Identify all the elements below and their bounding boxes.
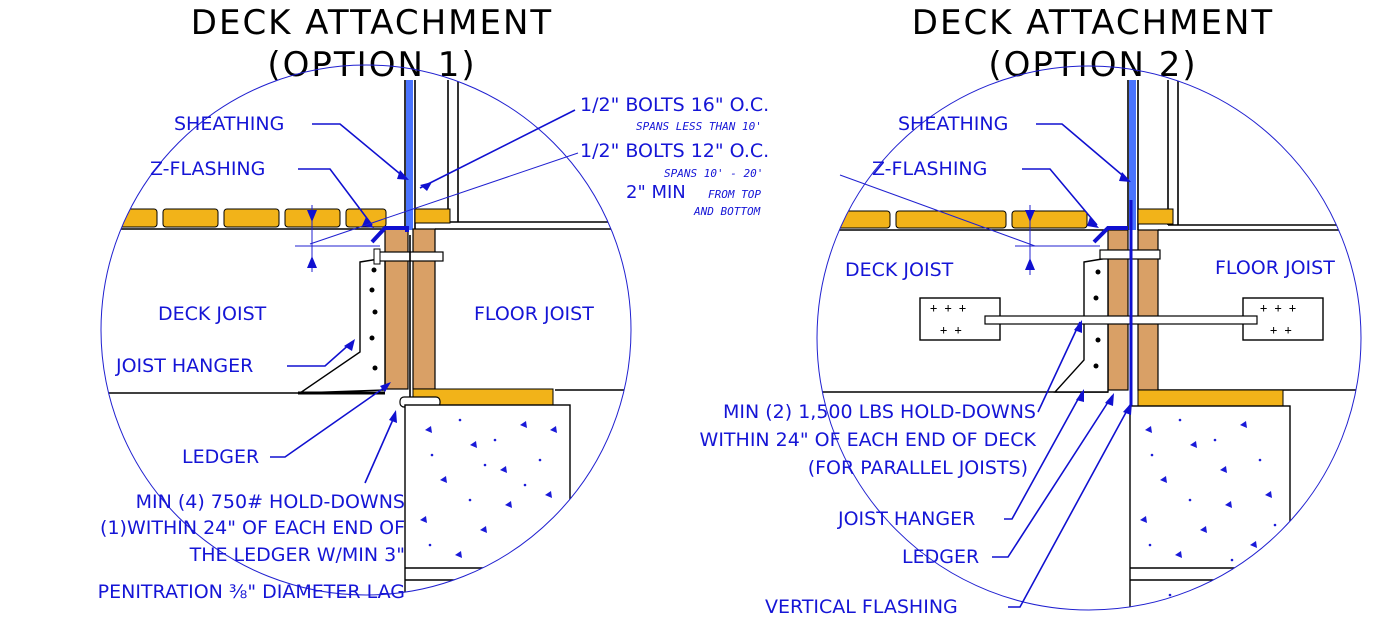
label-joist-hanger-right: JOIST HANGER <box>837 508 975 530</box>
deck-board <box>829 210 891 229</box>
deck-board <box>895 210 1007 229</box>
label-deck-joist-right: DECK JOIST <box>845 259 954 281</box>
sheathing-board <box>406 80 413 230</box>
svg-text:+ +: + + <box>940 323 962 337</box>
detail-option-1: DECK ATTACHMENT (OPTION 1) <box>98 3 770 603</box>
label-hold-down-right-line1: MIN (2) 1,500 LBS HOLD-DOWNS <box>723 401 1036 423</box>
label-hold-down-line2: (1)WITHIN 24" OF EACH END OF <box>100 517 405 539</box>
section-right: + + + + + + + + + + <box>820 80 1361 610</box>
note-spans-less-than-10: SPANS LESS THAN 10' <box>636 120 762 133</box>
label-hold-down-line1: MIN (4) 750# HOLD-DOWNS <box>136 491 405 513</box>
deck-board <box>223 208 280 228</box>
sill-plate <box>1137 389 1284 407</box>
deck-board <box>162 208 219 228</box>
label-floor-joist-right: FLOOR JOIST <box>1215 257 1335 279</box>
label-hold-down-right-line3: (FOR PARALLEL JOISTS) <box>808 457 1028 479</box>
subfloor <box>414 208 451 224</box>
label-2-min: 2" MIN <box>626 182 686 203</box>
note-and-bottom: AND BOTTOM <box>693 205 761 218</box>
title-option-2-line2: (OPTION 2) <box>988 45 1197 85</box>
label-hold-down-right-line2: WITHIN 24" OF EACH END OF DECK <box>700 429 1037 451</box>
title-option-1-line1: DECK ATTACHMENT <box>191 3 553 43</box>
label-ledger-right: LEDGER <box>902 546 979 568</box>
label-bolts-12: 1/2" BOLTS 12" O.C. <box>580 140 769 162</box>
label-joist-hanger-left: JOIST HANGER <box>115 355 253 377</box>
label-z-flashing: Z-FLASHING <box>150 158 265 180</box>
detail-circle-right <box>816 65 1362 611</box>
label-hold-down-line4: PENITRATION ⅜" DIAMETER LAG <box>98 581 405 603</box>
label-floor-joist-left: FLOOR JOIST <box>474 303 594 325</box>
label-bolts-16: 1/2" BOLTS 16" O.C. <box>580 94 769 116</box>
note-from-top: FROM TOP <box>708 188 761 201</box>
deck-board <box>1011 210 1088 229</box>
title-option-2-line1: DECK ATTACHMENT <box>912 3 1274 43</box>
detail-option-2: DECK ATTACHMENT (OPTION 2) <box>700 3 1362 618</box>
label-deck-joist-left: DECK JOIST <box>158 303 267 325</box>
foundation-wall <box>1129 405 1291 610</box>
label-hold-down-line3: THE LEDGER W/MIN 3" <box>189 544 405 566</box>
z-flashing-shape <box>370 226 409 244</box>
sheathing-board <box>1129 80 1136 230</box>
svg-text:+ + +: + + + <box>930 301 966 315</box>
label-vertical-flashing: VERTICAL FLASHING <box>765 596 958 618</box>
subfloor <box>1137 208 1174 225</box>
foundation-wall <box>404 404 571 595</box>
label-ledger-left: LEDGER <box>182 446 259 468</box>
svg-text:+ + +: + + + <box>1260 301 1296 315</box>
label-sheathing-right: SHEATHING <box>898 113 1008 135</box>
label-sheathing: SHEATHING <box>174 113 284 135</box>
note-spans-10-20: SPANS 10' - 20' <box>664 167 763 180</box>
z-flashing-shape <box>1092 226 1128 244</box>
joist-hanger-shape <box>297 257 386 394</box>
tension-rod <box>984 315 1258 325</box>
label-z-flashing-right: Z-FLASHING <box>872 158 987 180</box>
svg-text:+ +: + + <box>1270 323 1292 337</box>
detail-circle-left <box>100 64 632 596</box>
